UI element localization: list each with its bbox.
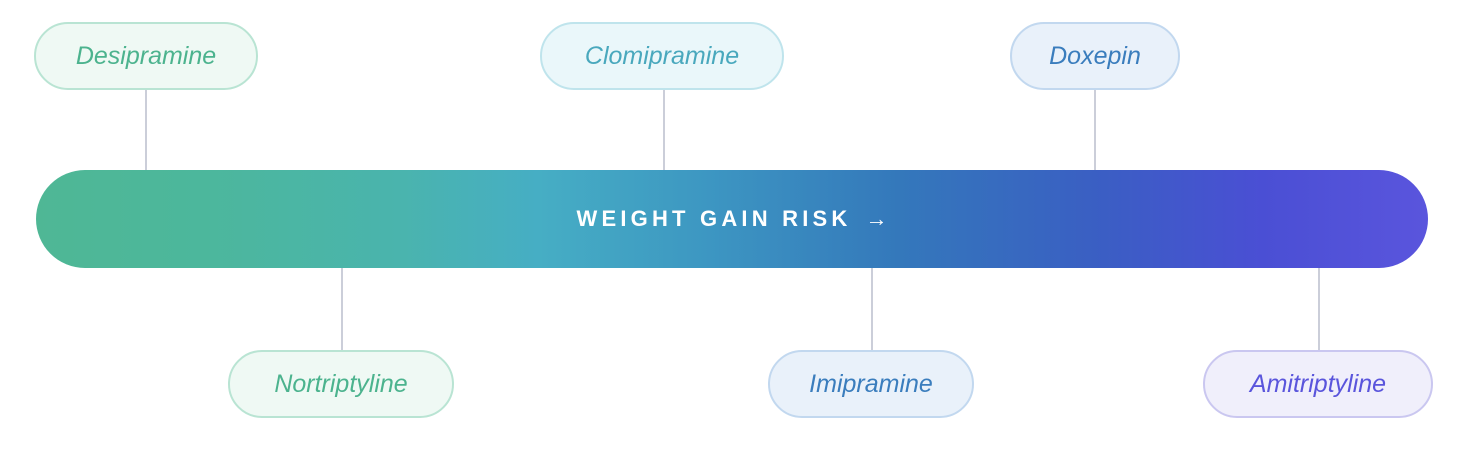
connector-line	[1094, 90, 1096, 170]
risk-bar-label: WEIGHT GAIN RISK	[576, 206, 852, 231]
connector-line	[1318, 266, 1320, 352]
drug-pill[interactable]: Desipramine	[34, 22, 258, 90]
drug-pill-label: Doxepin	[1049, 41, 1141, 70]
drug-pill-label: Nortriptyline	[274, 369, 408, 398]
drug-pill-label: Amitriptyline	[1249, 369, 1387, 398]
arrow-right-icon: →	[865, 206, 888, 231]
drug-pill[interactable]: Doxepin	[1010, 22, 1180, 90]
drug-pill-label: Imipramine	[809, 369, 933, 398]
drug-pill[interactable]: Clomipramine	[540, 22, 784, 90]
risk-gradient-bar: WEIGHT GAIN RISK →	[36, 170, 1428, 268]
connector-line	[663, 90, 665, 170]
connector-line	[341, 266, 343, 352]
drug-pill[interactable]: Imipramine	[768, 350, 974, 418]
connector-line	[871, 266, 873, 352]
drug-pill-label: Desipramine	[75, 41, 217, 70]
drug-pill[interactable]: Amitriptyline	[1203, 350, 1433, 418]
connector-line	[145, 90, 147, 170]
drug-pill-label: Clomipramine	[584, 41, 740, 70]
drug-pill[interactable]: Nortriptyline	[228, 350, 454, 418]
